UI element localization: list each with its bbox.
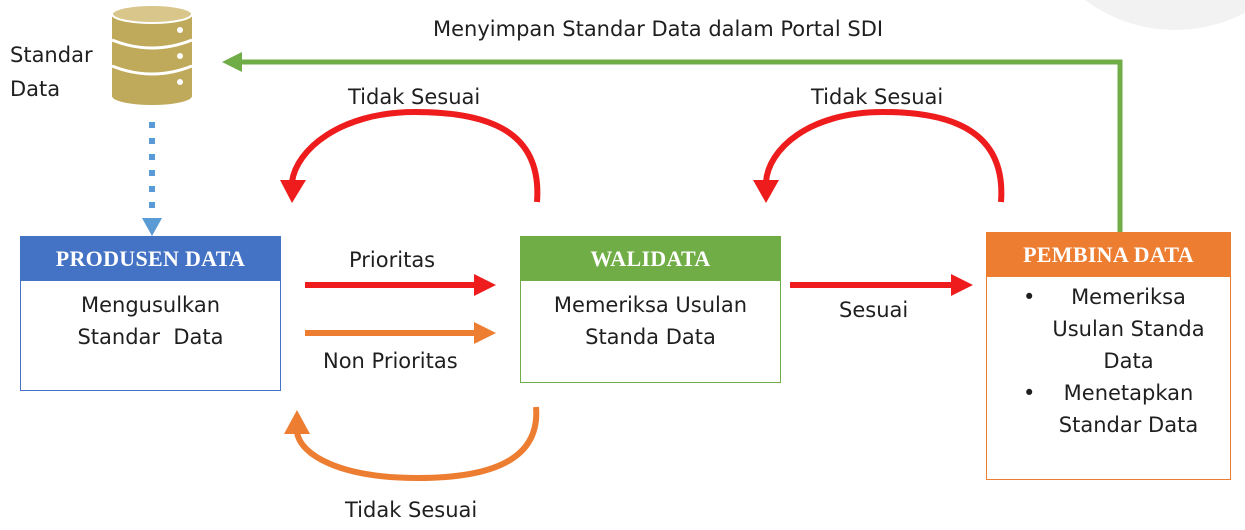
pembina-item2-line2: Standar Data [1058, 413, 1199, 437]
sesuai-label: Sesuai [839, 298, 909, 322]
pembina-item1-line3: Data [1103, 349, 1154, 373]
loop-left-top [280, 108, 541, 203]
walidata-line2: Standa Data [585, 325, 716, 349]
pembina-data-box: PEMBINA DATA Memeriksa Usulan Standa Dat… [986, 232, 1231, 480]
produsen-data-line2: Standar Data [77, 325, 224, 349]
produsen-data-box: PRODUSEN DATA Mengusulkan Standar Data [20, 236, 281, 391]
database-label-line2: Data [10, 77, 61, 101]
database-label: Standar Data [10, 38, 93, 106]
pembina-item-memeriksa: Memeriksa Usulan Standa Data [1023, 281, 1230, 377]
walidata-title: WALIDATA [521, 237, 780, 281]
produsen-data-body: Mengusulkan Standar Data [21, 281, 280, 353]
prioritas-label: Prioritas [349, 248, 436, 272]
pembina-item1-line2: Usulan Standa [1052, 317, 1205, 341]
produsen-data-title: PRODUSEN DATA [21, 237, 280, 281]
decorative-circle [1085, 0, 1245, 30]
pembina-item-menetapkan: Menetapkan Standar Data [1023, 377, 1230, 441]
prioritas-arrow [305, 274, 496, 296]
walidata-line1: Memeriksa Usulan [553, 293, 748, 317]
pembina-item1-line1: Memeriksa [1071, 285, 1186, 309]
sesuai-arrow [790, 274, 973, 296]
pembina-item2-line1: Menetapkan [1063, 381, 1194, 405]
walidata-body: Memeriksa Usulan Standa Data [521, 281, 780, 353]
loop-right-top [753, 108, 1005, 203]
tidak-sesuai-bottom-label: Tidak Sesuai [345, 498, 478, 522]
produsen-data-line1: Mengusulkan [80, 293, 221, 317]
tidak-sesuai-left-label: Tidak Sesuai [348, 85, 481, 109]
database-icon [111, 4, 193, 105]
pembina-data-title: PEMBINA DATA [987, 233, 1230, 277]
non-prioritas-label: Non Prioritas [323, 349, 458, 373]
loop-bottom [284, 406, 540, 482]
pembina-data-list: Memeriksa Usulan Standa Data Menetapkan … [987, 281, 1230, 441]
storage-label: Menyimpan Standar Data dalam Portal SDI [433, 17, 884, 41]
pembina-data-body: Memeriksa Usulan Standa Data Menetapkan … [987, 277, 1230, 441]
non-prioritas-arrow [305, 322, 496, 344]
dotted-arrow-down [142, 122, 162, 236]
tidak-sesuai-right-label: Tidak Sesuai [811, 85, 944, 109]
database-label-line1: Standar [10, 43, 93, 67]
walidata-box: WALIDATA Memeriksa Usulan Standa Data [520, 236, 781, 383]
storage-arrow [222, 52, 1123, 232]
